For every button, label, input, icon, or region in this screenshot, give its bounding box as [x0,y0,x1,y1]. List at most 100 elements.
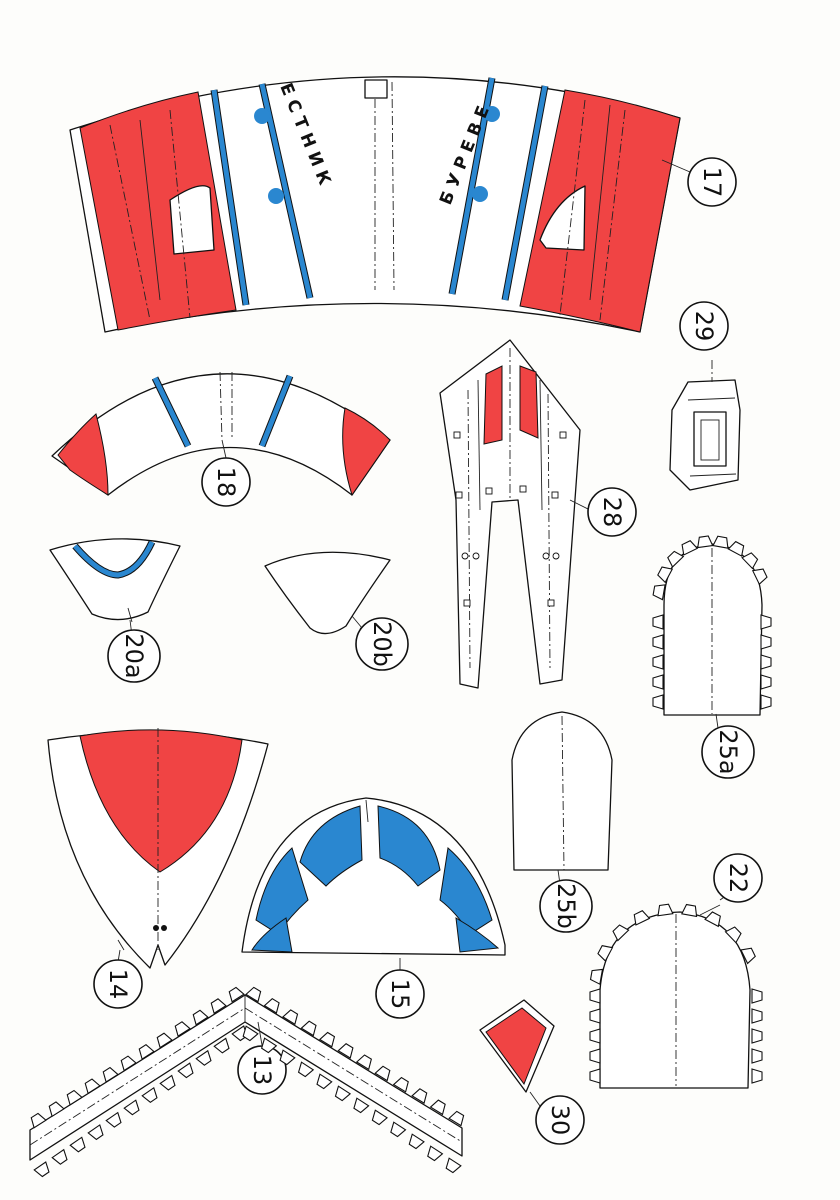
part-25a-tab [697,535,714,549]
part-28-tapered-piece [439,339,581,689]
label-17: 17 [661,157,737,207]
part-22-tab [724,926,742,944]
part-13-tab [279,1049,296,1066]
part-30-red-area [485,1007,547,1086]
part-25a-tab [760,674,772,690]
part-15-window-2 [377,805,441,887]
svg-text:18: 18 [212,467,240,498]
part-25a-tab [751,568,768,586]
part-25a-tab [652,584,666,601]
part-13-tab [69,1136,86,1153]
svg-text:28: 28 [598,497,626,528]
part-25a-tab [652,674,664,690]
part-13-tab [102,1066,119,1083]
part-22-tab [657,903,674,917]
part-22-tab [751,1048,763,1064]
part-13-tab [174,1021,191,1037]
part-13-tab [316,1073,333,1090]
part-13-tab [371,1109,388,1126]
svg-text:14: 14 [104,969,132,1000]
part-25a-tab [760,634,772,650]
part-17-window-right [539,185,586,251]
part-22-tab [633,910,651,926]
part-13-tab [374,1065,391,1082]
svg-text:13: 13 [248,1055,276,1086]
part-13-tab [51,1148,68,1165]
part-17-red-right [519,89,681,333]
part-17-dot-4 [472,186,488,202]
label-20a: 20a [107,619,161,683]
part-13-tab [245,986,262,1003]
svg-text:22: 22 [724,863,752,894]
part-13-tab [141,1086,158,1104]
part-14-red-area [79,729,243,873]
part-13-tab [261,1037,278,1054]
part-17-window-left [169,185,215,255]
svg-text:20b: 20b [368,621,396,667]
part-25a-tab [760,694,772,710]
part-18-stripe-2 [259,375,293,447]
part-13-chevron-strip [29,994,463,1161]
part-18-arch-panel [51,371,391,497]
label-22: 22 [713,853,763,903]
part-13-tab [392,1076,409,1093]
svg-text:20a: 20a [120,633,148,678]
part-22-tab [589,1068,601,1084]
part-13-tab [448,1110,465,1127]
part-22-tab [680,903,698,918]
part-13-tab [66,1089,83,1106]
part-13-tab [427,1145,444,1162]
svg-text:17: 17 [698,167,726,198]
part-18-red-left [57,413,109,496]
part-13-tab [84,1078,101,1095]
part-22-tab [751,988,763,1004]
part-13-tab [297,1061,315,1078]
part-13-tab [30,1112,47,1129]
part-13-tab [337,1043,354,1059]
part-13-tab [353,1097,370,1114]
part-25a-tab [712,535,729,549]
part-13-tab [48,1101,65,1118]
glue-tabs [30,535,772,1178]
label-30: 30 [535,1095,585,1145]
part-13-tab [105,1111,122,1128]
part-13-tab [411,1088,428,1104]
part-13-tab [159,1074,176,1091]
part-17-dot-3 [484,106,500,122]
part-15-window-4 [439,847,493,935]
label-14: 14 [93,949,143,1009]
part-13-tab [195,1049,212,1066]
part-25a-tab [681,540,699,556]
part-13-tab [213,1037,230,1054]
part-13-tab [123,1099,140,1116]
part-17-stripe-4 [502,85,548,301]
part-22-tab [751,1028,763,1044]
part-13-tab [429,1099,446,1116]
part-13-tab [192,1009,209,1026]
part-15-canopy [241,797,506,956]
part-13-tab [138,1044,155,1060]
label-20b: 20b [355,617,409,671]
part-17-stripe-2 [259,83,313,299]
part-13-tab [228,986,245,1003]
part-13-tab [87,1124,104,1141]
part-13-tab [263,997,280,1014]
part-20b-piece [264,551,391,635]
part-15-window-5 [251,917,293,953]
part-28-red-left [483,365,503,445]
label-25b: 25b [539,879,593,933]
label-25a: 25a [701,725,755,779]
label-18: 18 [201,439,251,507]
part-22-tab [589,968,604,986]
part-25a-tab [657,566,674,584]
part-22-tab [589,1048,601,1064]
part-17-red-left [79,91,237,331]
part-20a-stripe [73,540,155,578]
part-labels: 17 18 20a 20b 28 29 25a [93,157,763,1145]
part-22-tab [740,947,756,965]
part-13-tab [282,1009,299,1026]
part-13-tab [210,998,227,1015]
part-22-tab [589,1028,601,1044]
part-13-tab [390,1121,407,1138]
